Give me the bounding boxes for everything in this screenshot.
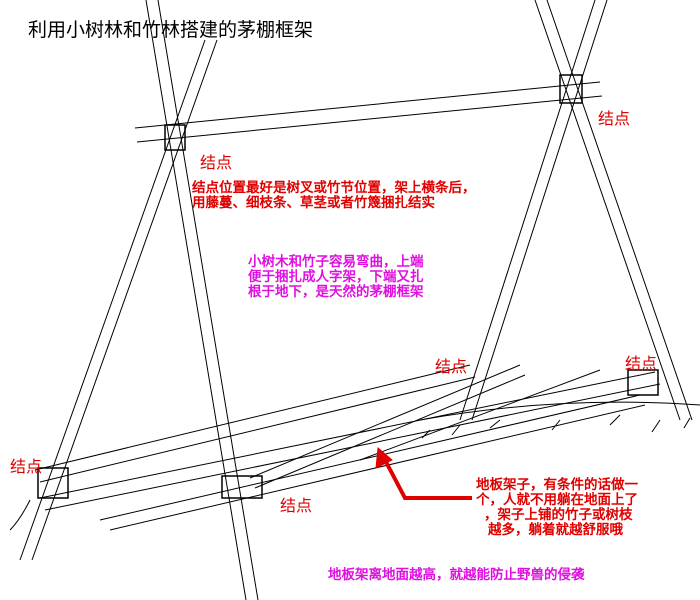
node-tip-line: 结点位置最好是树叉或竹节位置，架上横条后， [192, 180, 476, 196]
node-tip: 结点位置最好是树叉或竹节位置，架上横条后， 用藤蔓、细枝条、草茎或者竹篾捆扎结实 [192, 180, 476, 212]
floor-note-line: 地板架子，有条件的话做一 [476, 477, 638, 493]
arrow-head [375, 446, 393, 469]
floor-note-line: 越多，躺着就越舒服哦 [488, 522, 623, 539]
top-crossbar [134, 81, 603, 143]
node-label-bottom: 结点 [280, 496, 313, 515]
arrow-line [383, 459, 472, 500]
node-tip-line: 用藤蔓、细枝条、草茎或者竹篾捆扎结实 [192, 195, 435, 212]
node-label-floor-right: 结点 [625, 354, 658, 373]
node-label-right-top: 结点 [598, 109, 631, 128]
height-note: 地板架离地面越高，就越能防止野兽的侵袭 [328, 567, 585, 583]
bend-note-line: 根于地下，是天然的茅棚框架 [248, 284, 424, 301]
diagram-title: 利用小树林和竹林搭建的茅棚框架 [28, 19, 314, 41]
node-label-floor-left: 结点 [10, 457, 43, 476]
knot-bindings [37, 74, 659, 499]
node-label-left-top: 结点 [200, 153, 233, 172]
bend-note-line: 小树木和竹子容易弯曲，上端 [248, 254, 424, 270]
bend-note: 小树木和竹子容易弯曲，上端 便于捆扎成人字架，下端又扎 根于地下，是天然的茅棚框… [248, 254, 424, 301]
ground-lines [9, 401, 700, 531]
floor-note-line: 个，人就不用躺在地面上了 [476, 492, 638, 509]
floor-note: 地板架子，有条件的话做一 个，人就不用躺在地面上了 ，架子上铺的竹子或树枝 越多… [476, 477, 638, 539]
floor-frame [34, 364, 661, 531]
right-a-frame [459, 0, 693, 421]
node-label-floor-mid: 结点 [435, 357, 468, 376]
floor-note-line: ，架子上铺的竹子或树枝 [484, 507, 633, 524]
bend-note-line: 便于捆扎成人字架，下端又扎 [248, 269, 424, 286]
left-a-frame [19, 0, 259, 600]
